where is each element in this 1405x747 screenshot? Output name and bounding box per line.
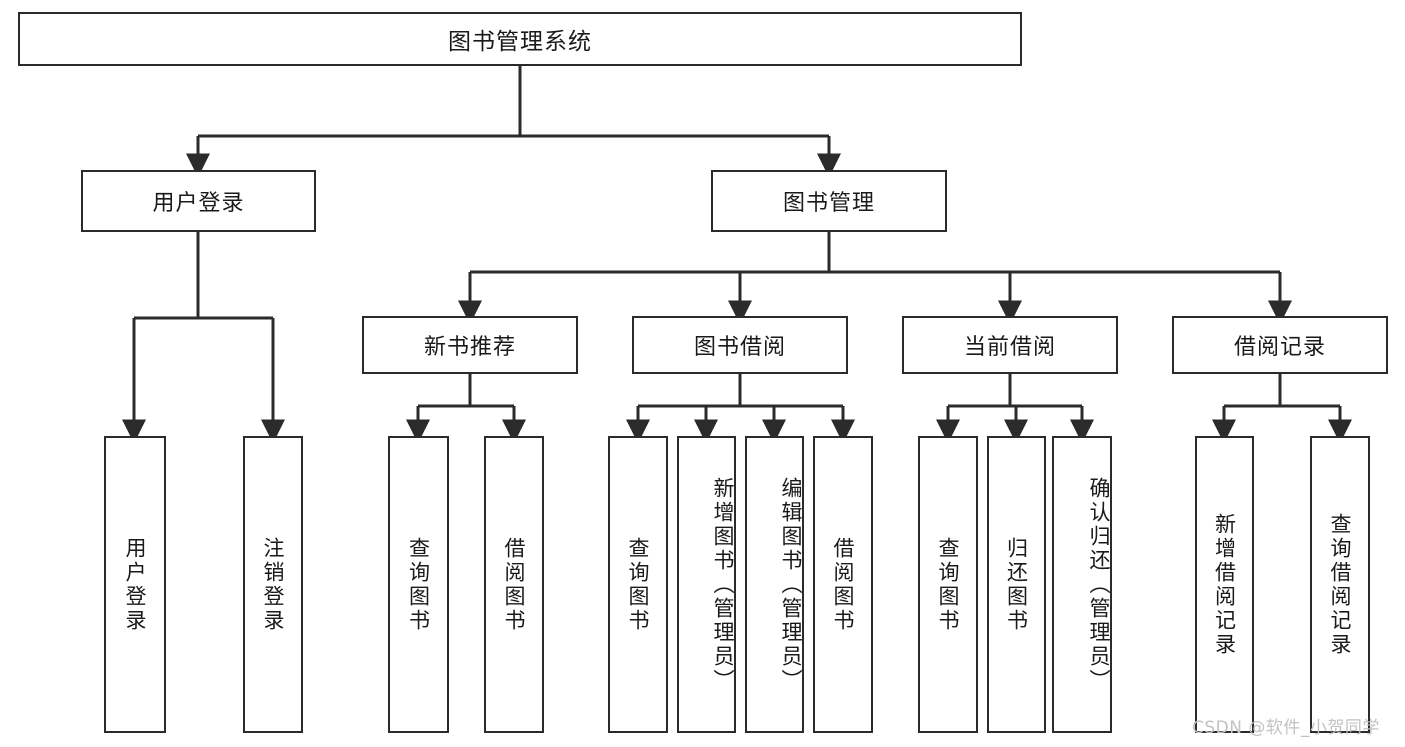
leaf-label: 借阅图书 xyxy=(502,536,527,633)
node-book-manage[interactable]: 图书管理 xyxy=(711,170,947,232)
leaf-label: 新增借阅记录 xyxy=(1212,512,1237,657)
node-leaf-query-borrow-record[interactable]: 查询借阅记录 xyxy=(1310,436,1370,733)
node-leaf-edit-book[interactable]: 编辑图书（管理员） xyxy=(745,436,804,733)
node-book-borrow[interactable]: 图书借阅 xyxy=(632,316,848,374)
node-current-borrow[interactable]: 当前借阅 xyxy=(902,316,1118,374)
leaf-label: 注销登录 xyxy=(261,536,286,633)
node-new-book-recommend[interactable]: 新书推荐 xyxy=(362,316,578,374)
node-leaf-logout[interactable]: 注销登录 xyxy=(243,436,303,733)
leaf-label: 查询图书 xyxy=(406,536,431,633)
node-root-system[interactable]: 图书管理系统 xyxy=(18,12,1022,66)
leaf-label: 查询图书 xyxy=(936,536,961,633)
node-leaf-query-book-recommend[interactable]: 查询图书 xyxy=(388,436,449,733)
node-leaf-return-book[interactable]: 归还图书 xyxy=(987,436,1046,733)
node-leaf-query-book-borrow[interactable]: 查询图书 xyxy=(608,436,668,733)
node-borrow-record[interactable]: 借阅记录 xyxy=(1172,316,1388,374)
leaf-label: 归还图书 xyxy=(1004,536,1029,633)
node-leaf-add-borrow-record[interactable]: 新增借阅记录 xyxy=(1195,436,1254,733)
node-leaf-user-login[interactable]: 用户登录 xyxy=(104,436,166,733)
leaf-label: 用户登录 xyxy=(123,536,148,633)
leaf-label: 查询借阅记录 xyxy=(1328,512,1353,657)
node-leaf-add-book[interactable]: 新增图书（管理员） xyxy=(677,436,736,733)
node-leaf-borrow-book[interactable]: 借阅图书 xyxy=(813,436,873,733)
leaf-label: 新增图书（管理员） xyxy=(711,476,735,693)
node-leaf-borrow-book-recommend[interactable]: 借阅图书 xyxy=(484,436,544,733)
leaf-label: 借阅图书 xyxy=(831,536,856,633)
leaf-label: 查询图书 xyxy=(626,536,651,633)
csdn-watermark: CSDN @软件_小贺同学 xyxy=(1192,718,1380,738)
leaf-label: 编辑图书（管理员） xyxy=(779,476,803,693)
node-user-login[interactable]: 用户登录 xyxy=(81,170,316,232)
node-leaf-query-book-current[interactable]: 查询图书 xyxy=(918,436,978,733)
leaf-label: 确认归还（管理员） xyxy=(1087,476,1111,693)
node-leaf-confirm-return[interactable]: 确认归还（管理员） xyxy=(1052,436,1112,733)
